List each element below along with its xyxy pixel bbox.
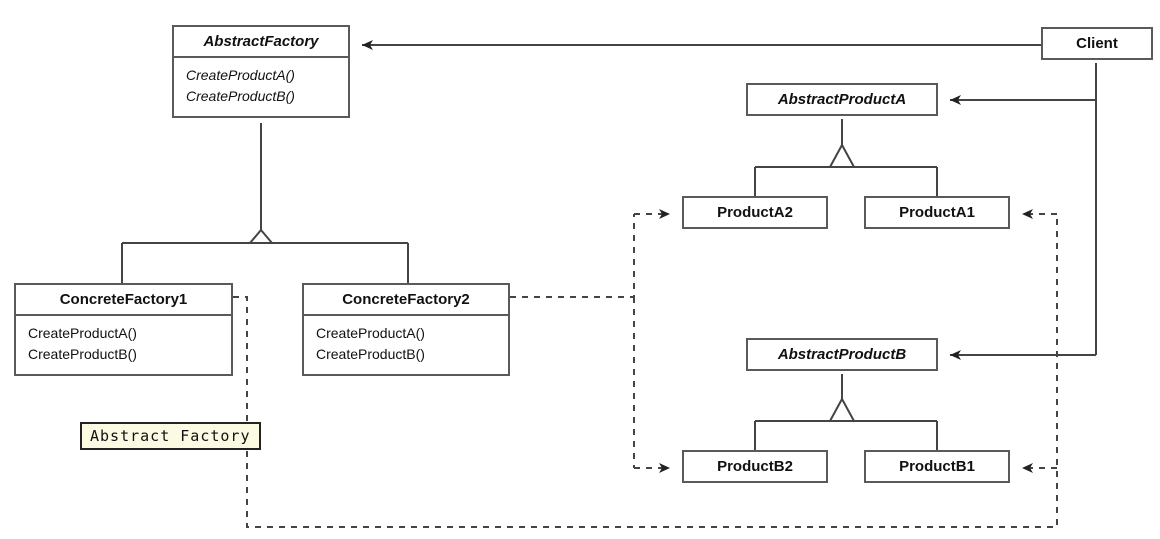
class-divider bbox=[16, 314, 231, 316]
class-divider bbox=[174, 56, 348, 58]
triangle-abstractproductb bbox=[828, 396, 856, 422]
class-box-product-a2[interactable]: ProductA2 bbox=[682, 196, 828, 229]
class-box-product-a1[interactable]: ProductA1 bbox=[864, 196, 1010, 229]
operation-item: CreateProductA() bbox=[186, 67, 295, 83]
class-name-concrete-factory1: ConcreteFactory1 bbox=[59, 291, 188, 308]
class-name-client: Client bbox=[1076, 35, 1118, 52]
class-name-product-b1: ProductB1 bbox=[899, 458, 975, 475]
class-operations-abstract-factory: CreateProductA() CreateProductB() bbox=[174, 58, 348, 116]
class-box-product-b2[interactable]: ProductB2 bbox=[682, 450, 828, 483]
edge-dep-cf2-spine bbox=[510, 214, 635, 298]
class-box-concrete-factory2[interactable]: ConcreteFactory2 CreateProductA() Create… bbox=[302, 283, 510, 376]
class-box-client[interactable]: Client bbox=[1041, 27, 1153, 60]
class-name-abstract-product-a: AbstractProductA bbox=[777, 91, 907, 108]
triangle-abstractfactory bbox=[247, 228, 275, 244]
pattern-name-tag: Abstract Factory bbox=[80, 422, 261, 450]
class-operations-concrete-factory2: CreateProductA() CreateProductB() bbox=[304, 316, 508, 374]
operation-item: CreateProductA() bbox=[316, 325, 425, 341]
class-name-concrete-factory2: ConcreteFactory2 bbox=[342, 291, 470, 308]
class-box-concrete-factory1[interactable]: ConcreteFactory1 CreateProductA() Create… bbox=[14, 283, 233, 376]
class-name-product-a1: ProductA1 bbox=[899, 204, 975, 221]
operation-item: CreateProductA() bbox=[28, 325, 137, 341]
operation-item: CreateProductB() bbox=[28, 346, 137, 362]
class-name-abstract-product-b: AbstractProductB bbox=[777, 346, 907, 363]
class-name-product-b2: ProductB2 bbox=[717, 458, 793, 475]
triangle-abstractproducta bbox=[828, 142, 856, 168]
class-box-abstract-product-b[interactable]: AbstractProductB bbox=[746, 338, 938, 371]
operation-item: CreateProductB() bbox=[316, 346, 425, 362]
class-name-product-a2: ProductA2 bbox=[717, 204, 793, 221]
edge-dep-cf1-spine bbox=[233, 214, 1058, 528]
class-name-abstract-factory: AbstractFactory bbox=[203, 33, 319, 50]
class-operations-concrete-factory1: CreateProductA() CreateProductB() bbox=[16, 316, 231, 374]
class-divider bbox=[304, 314, 508, 316]
class-box-abstract-factory[interactable]: AbstractFactory CreateProductA() CreateP… bbox=[172, 25, 350, 118]
class-box-product-b1[interactable]: ProductB1 bbox=[864, 450, 1010, 483]
class-box-abstract-product-a[interactable]: AbstractProductA bbox=[746, 83, 938, 116]
operation-item: CreateProductB() bbox=[186, 88, 295, 104]
